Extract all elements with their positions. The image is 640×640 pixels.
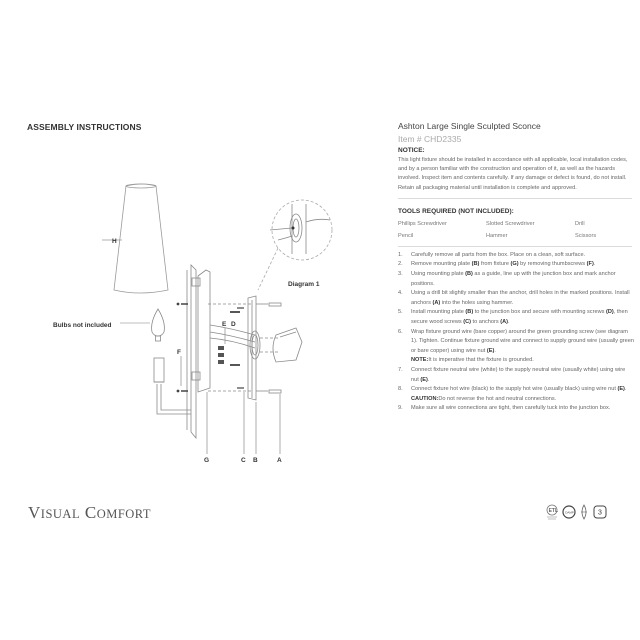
tool-item: Phillips Screwdriver — [398, 220, 447, 227]
step-number: 9. — [398, 405, 403, 412]
tool-item: Drill — [575, 220, 585, 227]
bulb-type-icon — [581, 504, 587, 520]
bulbs-not-included-label: Bulbs not included — [53, 322, 112, 329]
svg-text:3: 3 — [598, 510, 602, 517]
svg-text:DAMP: DAMP — [565, 510, 574, 514]
step-text: Carefully remove all parts from the box.… — [411, 251, 586, 258]
diagram-1-detail — [269, 204, 331, 254]
section-title: ASSEMBLY INSTRUCTIONS — [27, 122, 142, 132]
thumbscrew-bottom — [176, 389, 188, 393]
label-b: B — [253, 457, 258, 464]
step-item: 8. Connect fixture hot wire (black) to th… — [398, 385, 634, 395]
step-item: 1. Carefully remove all parts from the bo… — [398, 251, 634, 261]
svg-text:ETL: ETL — [549, 508, 558, 514]
tool-item: Pencil — [398, 232, 414, 239]
lamp-shade-part-h — [113, 183, 169, 294]
divider — [398, 197, 632, 199]
anchor-bottom — [268, 389, 282, 394]
step-text: Install mounting plate (B) to the juncti… — [411, 309, 628, 325]
step-text: Using a drill bit slightly smaller than … — [411, 290, 630, 306]
step-text: Using mounting plate (B) as a guide, lin… — [411, 271, 616, 287]
thumbscrew-top — [176, 302, 188, 306]
anchor-top — [268, 302, 282, 307]
step-number: 4. — [398, 290, 403, 297]
label-c: C — [241, 457, 246, 464]
candle-bulb — [151, 308, 165, 342]
label-f: F — [177, 349, 181, 356]
product-name: Ashton Large Single Sculpted Sconce — [398, 121, 541, 131]
steps-list: 1. Carefully remove all parts from the bo… — [398, 251, 634, 414]
label-d: D — [231, 321, 236, 328]
step-number: 8. — [398, 386, 403, 393]
step-note: NOTE: It is imperative that the fixture … — [411, 357, 534, 364]
tool-item: Hammer — [486, 232, 508, 239]
wire-nuts-part-e — [218, 346, 224, 364]
junction-box — [272, 327, 303, 363]
brand-logo: VISUAL COMFORT — [28, 503, 152, 522]
tool-item: Scissors — [575, 232, 597, 239]
notice-heading: NOTICE: — [398, 147, 425, 154]
tools-list: Phillips Screwdriver Slotted Screwdriver… — [398, 218, 634, 242]
step-item: 4. Using a drill bit slightly smaller tha… — [398, 289, 634, 308]
step-text: Remove mounting plate (B) from fixture (… — [411, 261, 596, 268]
exploded-assembly-diagram: H Bulbs not included — [40, 170, 360, 470]
step-text: Wrap fixture ground wire (bare copper) a… — [411, 328, 634, 354]
step-number: 6. — [398, 328, 403, 335]
notice-text: This light fixture should be installed i… — [398, 157, 628, 191]
step-item: 2. Remove mounting plate (B) from fixture… — [398, 260, 634, 270]
item-number: Item # CHD2335 — [398, 134, 462, 144]
step-number: 3. — [398, 271, 403, 277]
step-text: Connect fixture hot wire (black) to the … — [411, 386, 627, 393]
label-a: A — [277, 457, 282, 464]
step-number: 5. — [398, 309, 403, 316]
step-item: 9. Make sure all wire connections are tig… — [398, 404, 634, 414]
diagram-1-label: Diagram 1 — [288, 281, 320, 288]
step-text: Make sure all wire connections are tight… — [411, 405, 611, 412]
tools-heading: TOOLS REQUIRED (NOT INCLUDED): — [398, 207, 514, 215]
certification-icons: ETL DAMP 3 — [545, 503, 615, 523]
tool-item: Slotted Screwdriver — [486, 220, 535, 227]
step-text: Connect fixture neutral wire (white) to … — [411, 366, 626, 383]
step-item: 7. Connect fixture neutral wire (white) t… — [398, 366, 634, 385]
step-note: CAUTION: Do not reverse the hot and neut… — [411, 395, 557, 402]
label-g: G — [204, 457, 209, 464]
bulb-count-badge: 3 — [593, 505, 607, 519]
instructions-panel: Ashton Large Single Sculpted Sconce Item… — [398, 121, 634, 414]
step-item: 5. Install mounting plate (B) to the junc… — [398, 308, 634, 327]
label-e: E — [222, 321, 227, 328]
label-h: H — [112, 238, 117, 245]
divider — [398, 245, 632, 247]
fixture-arm-part-g — [153, 264, 211, 440]
etl-listed-icon: ETL — [546, 504, 558, 520]
step-number: 1. — [398, 251, 403, 258]
step-number: 7. — [398, 366, 403, 373]
step-item: 3. Using mounting plate (B) as a guide, l… — [398, 270, 634, 289]
damp-rated-icon: DAMP — [562, 505, 576, 519]
step-item: 6. Wrap fixture ground wire (bare copper)… — [398, 328, 634, 357]
step-number: 2. — [398, 261, 403, 268]
